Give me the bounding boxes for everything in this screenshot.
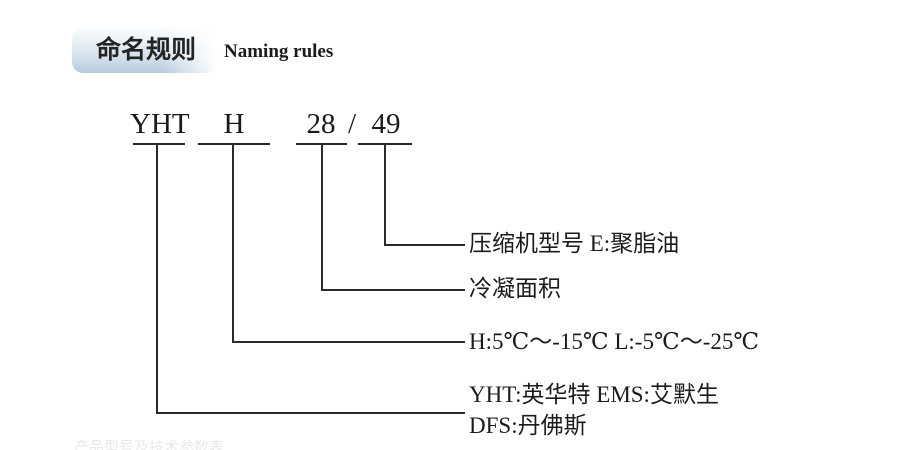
leader-line-h xyxy=(231,145,465,344)
header-badge-background xyxy=(72,27,218,73)
callout-brand-line-2: DFS:丹佛斯 xyxy=(469,413,587,438)
model-code-separator-slash: / xyxy=(347,108,357,140)
header-subtitle: Naming rules xyxy=(224,41,334,62)
callout-condensing-area: 冷凝面积 xyxy=(469,276,561,301)
callout-temperature-range: H:5℃～-15℃ L:-5℃～-25℃ xyxy=(469,329,760,354)
leader-line-49 xyxy=(383,145,465,247)
callout-brand-line-1: YHT:英华特 EMS:艾默生 xyxy=(469,382,719,407)
callout-compressor-model: 压缩机型号 E:聚脂油 xyxy=(469,231,680,256)
model-code-segment-h: H xyxy=(223,108,245,140)
leader-line-28 xyxy=(320,145,465,292)
leader-line-yht xyxy=(155,145,465,415)
header-badge-label: 命名规则 xyxy=(95,35,196,64)
model-code-segment-yht: YHT xyxy=(130,108,190,140)
model-code-segment-28: 28 xyxy=(306,108,336,140)
model-code-segment-49: 49 xyxy=(371,108,401,140)
bottom-clipped-text: 产品型号及技术参数表 xyxy=(74,440,225,450)
